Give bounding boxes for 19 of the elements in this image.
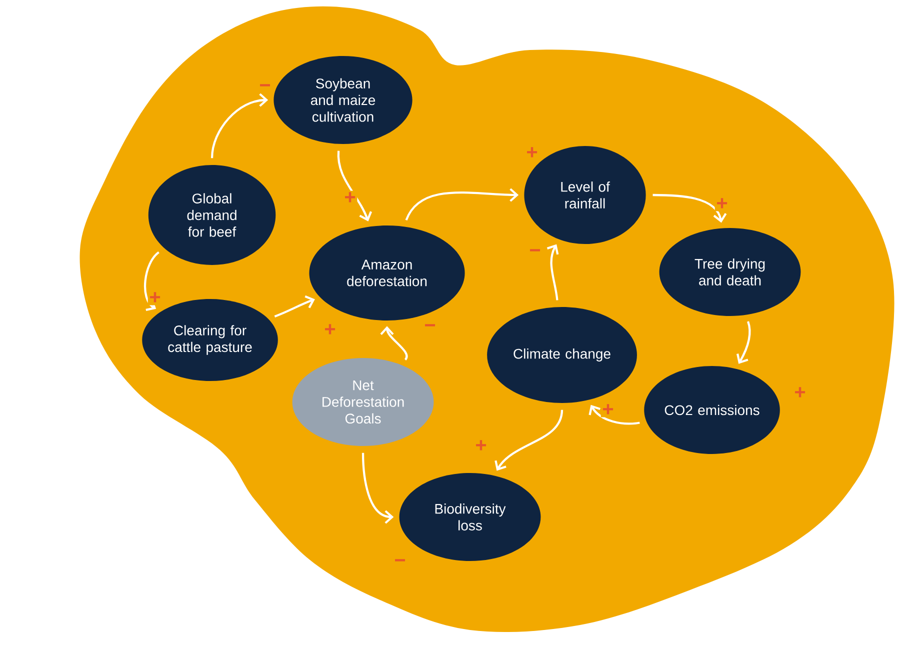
arrow <box>736 321 751 364</box>
arrow <box>494 410 564 471</box>
arrow <box>405 188 519 221</box>
cause-bubble: CO2 emissions <box>644 366 780 454</box>
cause-bubble: Amazon deforestation <box>309 226 465 320</box>
arrow <box>337 150 372 222</box>
arrow <box>274 295 315 318</box>
arrow <box>380 326 408 360</box>
arrow <box>652 194 727 223</box>
cause-bubble: Soybean and maize cultivation <box>274 56 412 144</box>
arrow <box>362 452 394 524</box>
cause-bubble: Net Deforestation Goals <box>292 358 434 446</box>
arrow <box>546 244 559 300</box>
arrow <box>144 251 160 311</box>
arrow <box>210 93 268 158</box>
cause-bubble: Climate change <box>487 307 637 403</box>
cause-bubble: Tree drying and death <box>659 228 801 316</box>
arrow <box>588 404 640 425</box>
cause-bubble: Global demand for beef <box>148 165 276 265</box>
